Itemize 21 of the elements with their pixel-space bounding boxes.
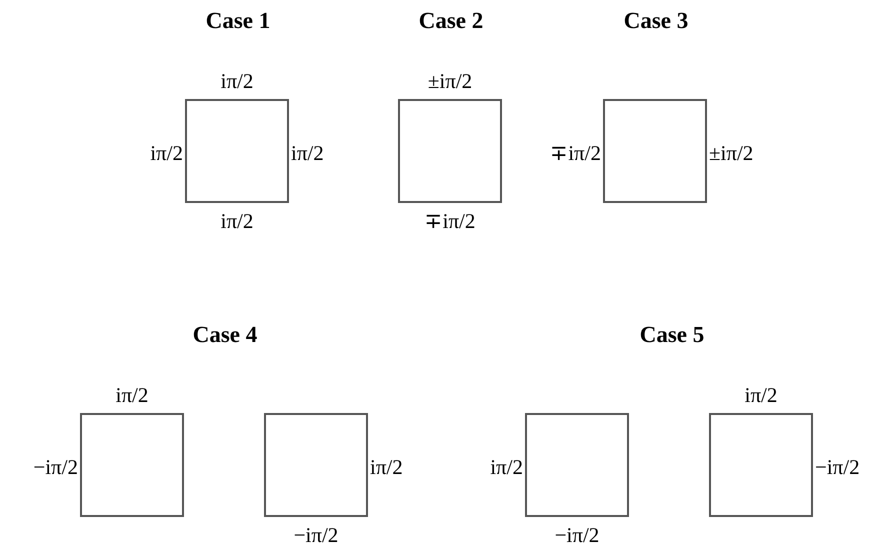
phase-label: −iπ/2 <box>554 523 600 547</box>
case-heading: Case 5 <box>640 322 704 348</box>
phase-label: ±iπ/2 <box>709 141 754 165</box>
phase-label: iπ/2 <box>150 141 183 165</box>
phase-label: −iπ/2 <box>294 523 338 547</box>
case-heading: Case 4 <box>192 322 258 348</box>
phase-label: ∓iπ/2 <box>424 209 476 233</box>
phase-label: iπ/2 <box>220 69 254 93</box>
case-heading: Case 2 <box>418 8 484 34</box>
case-heading: Case 1 <box>206 8 270 34</box>
phase-label: ∓iπ/2 <box>550 141 601 165</box>
phase-label: −iπ/2 <box>815 455 860 479</box>
phase-label: iπ/2 <box>116 383 148 407</box>
phase-label: iπ/2 <box>220 209 254 233</box>
phase-label: iπ/2 <box>291 141 324 165</box>
case-heading: Case 3 <box>624 8 688 34</box>
phase-label: iπ/2 <box>370 455 403 479</box>
phase-label: −iπ/2 <box>33 455 78 479</box>
phase-label: iπ/2 <box>490 455 523 479</box>
phase-label: ±iπ/2 <box>428 69 472 93</box>
phase-label: iπ/2 <box>744 383 778 407</box>
